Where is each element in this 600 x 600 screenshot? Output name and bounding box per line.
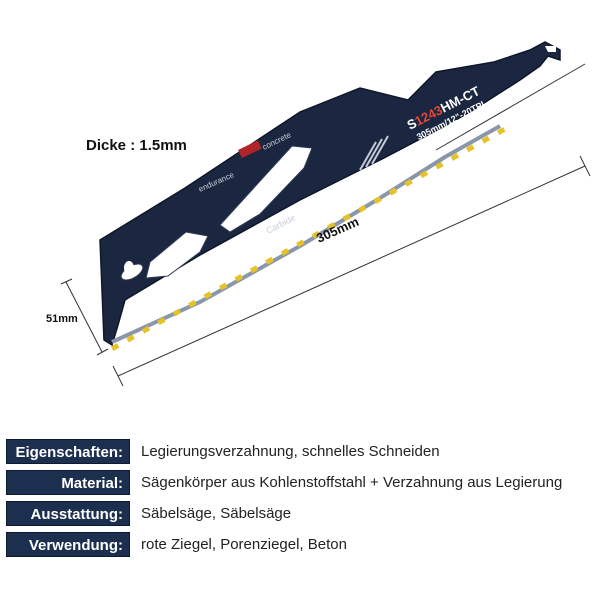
spec-row: Eigenschaften: Legierungsverzahnung, sch… (6, 439, 596, 464)
carbide-tooth (296, 239, 305, 248)
product-figure: S1243HM-CT 305mm/12"-20TPI endurance con… (46, 41, 591, 387)
carbide-tooth (265, 256, 274, 265)
spec-value: Säbelsäge, Säbelsäge (141, 505, 292, 522)
spec-row: Material: Sägenkörper aus Kohlenstoffsta… (6, 470, 596, 495)
carbide-tooth (188, 299, 197, 308)
spec-key: Material: (6, 470, 130, 495)
spec-row: Ausstattung: Säbelsäge, Säbelsäge (6, 501, 596, 526)
blade-stripes (359, 135, 389, 171)
carbide-tooth (249, 265, 259, 274)
carbide-tooth (311, 230, 321, 239)
carbide-tooth (466, 144, 475, 153)
height-dimension-line (65, 281, 103, 353)
blade-keyhole (124, 261, 134, 275)
spec-row: Verwendung: rote Ziegel, Porenziegel, Be… (6, 532, 596, 557)
carbide-tooth (450, 153, 460, 161)
blade-cutout (219, 145, 313, 233)
height-label: 51mm (46, 313, 78, 325)
carbide-tooth (419, 170, 429, 179)
carbide-tooth (141, 325, 151, 334)
length-dimension-tick (579, 155, 591, 177)
carbide-tooth (203, 291, 213, 300)
height-dimension-tick (96, 348, 109, 356)
carbide-tooth (280, 248, 290, 256)
carbide-tooth (327, 222, 336, 231)
carbide-tooth (218, 282, 228, 291)
spec-value: Sägenkörper aus Kohlenstoffstahl + Verza… (141, 474, 563, 491)
blade-logo-patch (237, 140, 262, 159)
spec-key: Ausstattung: (6, 501, 130, 526)
carbide-teeth (110, 127, 506, 351)
blade-body (99, 41, 561, 347)
carbide-tooth (373, 196, 382, 205)
spec-key: Verwendung: (6, 532, 130, 557)
spec-key: Eigenschaften: (6, 439, 130, 464)
carbide-tooth (435, 161, 444, 170)
carbide-tooth (342, 213, 352, 222)
height-dimension-tick (60, 278, 73, 285)
carbide-tooth (388, 187, 398, 196)
carbide-tooth (357, 204, 367, 213)
thickness-label: Dicke : 1.5mm (86, 137, 187, 154)
spec-table: Eigenschaften: Legierungsverzahnung, sch… (6, 439, 596, 563)
carbide-tooth (496, 127, 506, 135)
length-dimension-line (117, 165, 586, 377)
shank-notch (545, 46, 556, 52)
carbide-tooth (110, 343, 120, 351)
carbide-tooth (126, 334, 135, 343)
carbide-tooth (404, 178, 413, 187)
length-dimension-guide (435, 63, 586, 151)
carbide-tooth (481, 135, 491, 144)
blade-edge (111, 124, 501, 344)
saw-blade-illustration: S1243HM-CT 305mm/12"-20TPI endurance con… (60, 41, 591, 387)
spec-value: Legierungsverzahnung, schnelles Schneide… (141, 443, 440, 460)
spec-value: rote Ziegel, Porenziegel, Beton (141, 536, 347, 553)
length-dimension-tick (112, 365, 124, 387)
carbide-tooth (234, 274, 243, 282)
carbide-tooth (172, 308, 182, 317)
carbide-tooth (157, 317, 166, 326)
blade-cutout (145, 231, 209, 279)
